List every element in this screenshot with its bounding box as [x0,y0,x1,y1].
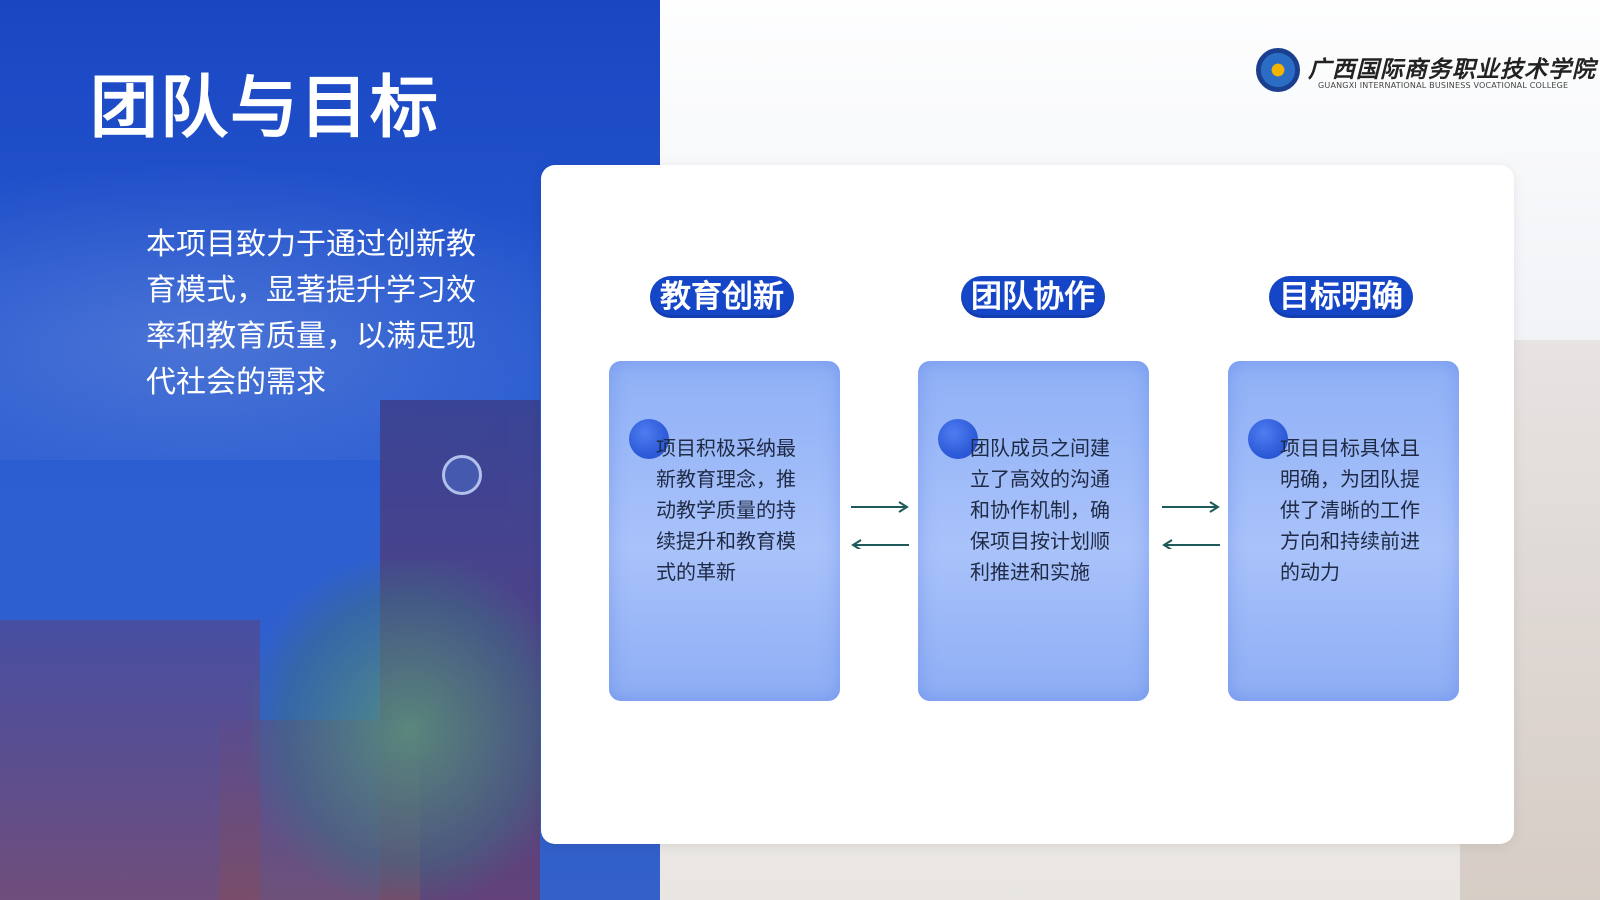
bidirectional-arrow-icon [1162,501,1220,549]
feature-box-innovation: 项目积极采纳最新教育理念，推动教学质量的持续提升和教育模式的革新 [609,361,840,701]
college-logo: 广西国际商务职业技术学院 GUANGXI INTERNATIONAL BUSIN… [1256,48,1596,96]
college-emblem-icon [1256,48,1300,92]
bullet-dot [1248,419,1288,459]
clock-icon [442,455,482,495]
label-pill-goals: 目标明确 [1269,276,1413,318]
content-card: 教育创新 团队协作 目标明确 项目积极采纳最新教育理念，推动教学质量的持续提升和… [541,165,1514,844]
feature-text-innovation: 项目积极采纳最新教育理念，推动教学质量的持续提升和教育模式的革新 [656,436,796,584]
feature-box-goals: 项目目标具体且明确，为团队提供了清晰的工作方向和持续前进的动力 [1228,361,1459,701]
trees [250,560,570,900]
bullet-dot [629,419,669,459]
label-pill-teamwork: 团队协作 [961,276,1105,318]
campus-building [0,620,260,900]
feature-text-goals: 项目目标具体且明确，为团队提供了清晰的工作方向和持续前进的动力 [1280,436,1420,584]
bidirectional-arrow-icon [851,501,909,549]
page-title: 团队与目标 [90,69,441,148]
college-name-cn: 广西国际商务职业技术学院 [1308,56,1596,83]
bullet-dot [938,419,978,459]
label-pill-innovation: 教育创新 [650,276,794,318]
feature-text-teamwork: 团队成员之间建立了高效的沟通和协作机制，确保项目按计划顺利推进和实施 [970,436,1110,584]
intro-text: 本项目致力于通过创新教育模式，显著提升学习效率和教育质量，以满足现代社会的需求 [146,227,476,400]
feature-box-teamwork: 团队成员之间建立了高效的沟通和协作机制，确保项目按计划顺利推进和实施 [918,361,1149,701]
college-name-en: GUANGXI INTERNATIONAL BUSINESS VOCATIONA… [1318,81,1569,90]
